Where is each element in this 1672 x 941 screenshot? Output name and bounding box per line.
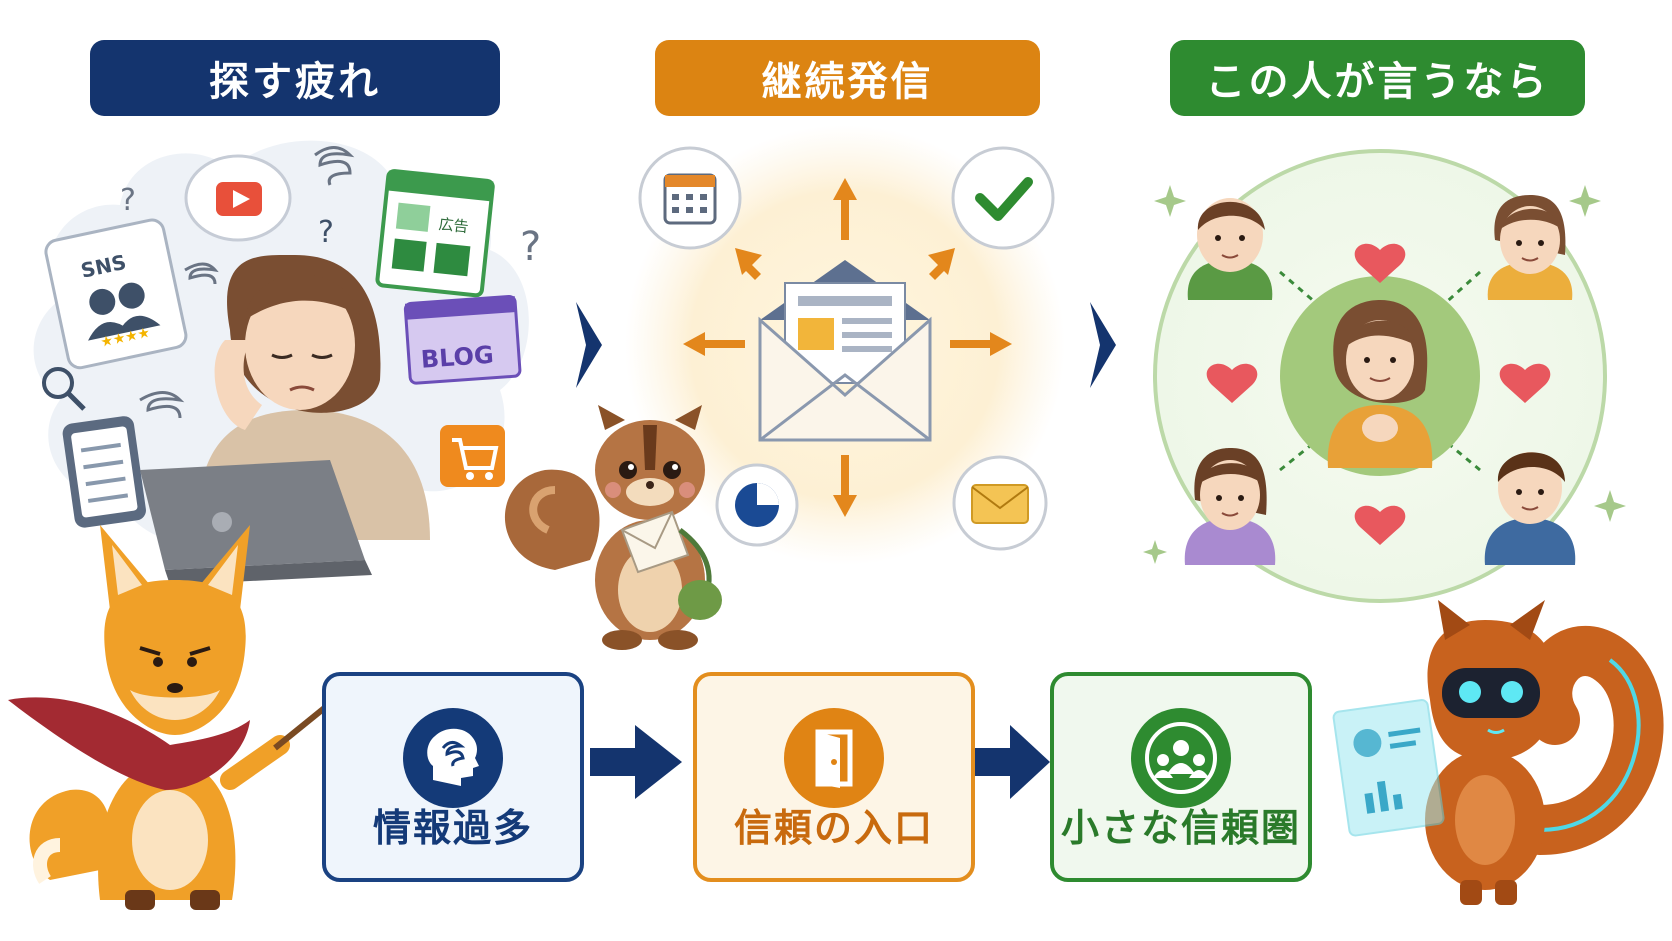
cart-icon [440,425,505,487]
confusion-marks [139,146,355,419]
header-label: 継続発信 [761,59,934,105]
ad-label: 広告 [438,215,470,236]
center-woman-figure [1327,300,1433,468]
mail-icon [952,455,1048,551]
ad-window-icon [375,169,495,298]
person-bottom-left [1184,448,1276,565]
flow-arrow-icon [576,302,602,388]
bottom-flow-arrows [590,725,1050,799]
concept-label: 信頼の入口 [733,806,934,850]
header-if-this-person-says: この人が言うなら [1170,40,1585,116]
door-icon [784,708,884,808]
concept-box-information-overload: 情報過多 [322,672,584,882]
question-mark-icon: ? [318,215,334,250]
concept-label: 情報過多 [372,806,533,850]
envelope-with-newsletter-icon [758,260,932,442]
video-bubble-icon [184,154,292,242]
header-label: 探す疲れ [209,59,381,105]
question-mark-icon: ? [120,183,136,218]
pie-chart-icon [715,463,799,547]
brain-head-icon [403,708,503,808]
fox-mascot [8,525,340,910]
chipmunk-mascot [504,405,722,650]
community-group-icon [1131,708,1231,808]
scene-newsletter-hub [504,125,1065,650]
header-search-fatigue: 探す疲れ [90,40,500,116]
person-top-left [1187,198,1273,300]
flow-arrow-icon [1090,302,1116,388]
sparkle-icons [1143,185,1626,564]
heart-icons [1206,243,1551,545]
question-mark-icon: ? [520,224,541,270]
magnifier-icon [42,367,86,411]
scene-overwhelmed-woman: ★★★★ SNS 広告 BLOG [33,140,541,585]
checklist-tablet-icon [62,416,146,528]
robot-squirrel-mascot [1332,600,1664,905]
concept-box-small-trust-circle: 小さな信頼圏 [1050,672,1312,882]
blog-window-icon [403,294,522,385]
radiating-arrows [683,178,1012,517]
concept-label: 小さな信頼圏 [1060,806,1301,850]
blog-label: BLOG [420,341,495,374]
calendar-icon [638,146,742,250]
holographic-report-icon [1332,699,1445,837]
person-bottom-right [1484,452,1576,565]
sns-card-icon: ★★★★ [44,218,188,370]
header-label: この人が言うなら [1205,59,1550,105]
check-icon [951,146,1055,250]
scene-trust-circle [1143,149,1626,603]
person-top-right [1487,195,1573,300]
header-continuous-sending: 継続発信 [655,40,1040,116]
concept-box-trust-entrance: 信頼の入口 [693,672,975,882]
